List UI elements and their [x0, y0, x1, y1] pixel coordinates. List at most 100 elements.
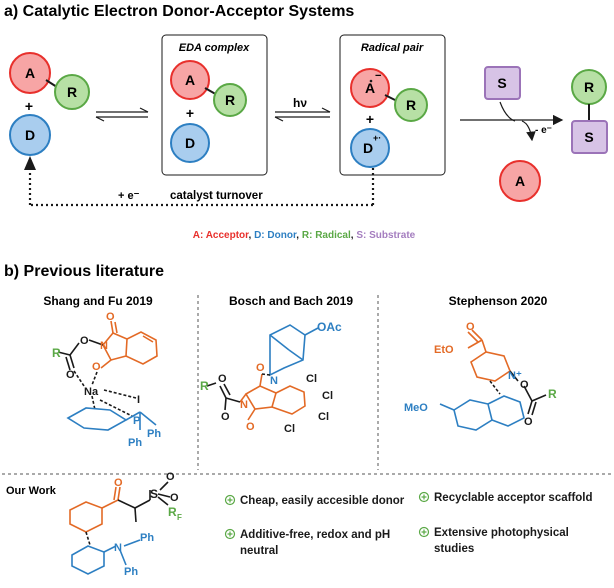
svg-text:O: O [166, 471, 175, 483]
svg-text:O: O [218, 373, 227, 385]
svg-text:A: A [25, 65, 35, 81]
our-work-labels: O S O O R F N Ph Ph [114, 471, 182, 578]
svg-text:O: O [466, 321, 475, 333]
svg-text:O: O [221, 411, 230, 423]
svg-text:R: R [225, 92, 235, 108]
svg-text:OAc: OAc [317, 320, 342, 334]
svg-text:S: S [584, 129, 593, 145]
substrate-box: S [484, 66, 521, 100]
plus-sign-left: + [25, 98, 33, 114]
rp-radical-circle: R [394, 88, 428, 122]
svg-text:Ph: Ph [124, 566, 138, 578]
svg-text:I: I [137, 394, 140, 406]
plus-sign-eda: + [186, 105, 194, 121]
svg-text:O: O [80, 335, 89, 347]
svg-text:O: O [170, 492, 179, 504]
svg-text:O: O [66, 369, 75, 381]
svg-text:R: R [67, 84, 77, 100]
svg-text:MeO: MeO [404, 402, 428, 414]
minus-electron-label: - e⁻ [535, 125, 552, 136]
eda-acceptor-circle: A [170, 60, 210, 100]
equilibrium-arrow-2 [274, 107, 331, 122]
legend: A: Acceptor, D: Donor, R: Radical, S: Su… [193, 230, 416, 241]
product-radical-circle: R [571, 69, 607, 105]
released-acceptor-circle: A [499, 160, 541, 202]
svg-text:N: N [240, 399, 248, 411]
bullet-2: Recyclable acceptor scaffold [418, 491, 593, 504]
svg-text:A: A [515, 173, 525, 189]
svg-text:S: S [150, 487, 158, 501]
work-title-stephenson: Stephenson 2020 [449, 294, 548, 308]
svg-text:neutral: neutral [240, 545, 278, 557]
rp-donor-circle: D +· [350, 128, 390, 168]
bullet-3: Additive-free, redox and pH neutral [224, 528, 390, 557]
left-acceptor-circle: A [9, 52, 51, 94]
svg-text:O: O [256, 362, 265, 374]
left-donor-circle: D [9, 114, 51, 156]
svg-text:A: A [185, 72, 195, 88]
svg-text:Extensive photophysical: Extensive photophysical [434, 527, 569, 539]
stephenson-structure [439, 329, 547, 431]
svg-text:A: A [365, 80, 375, 96]
left-radical-circle: R [54, 74, 90, 110]
section-a-title: a) Catalytic Electron Donor-Acceptor Sys… [4, 3, 354, 20]
our-work-label: Our Work [6, 485, 57, 497]
product-substrate-box: S [571, 120, 608, 154]
svg-text:Cl: Cl [306, 373, 317, 385]
svg-text:R: R [406, 97, 416, 113]
shang-fu-structure [57, 320, 158, 431]
radical-pair-title: Radical pair [361, 42, 424, 54]
svg-text:EtO: EtO [434, 344, 454, 356]
svg-text:F: F [177, 513, 182, 522]
bosch-bach-structure [206, 324, 319, 421]
svg-text:Cl: Cl [284, 423, 295, 435]
svg-text:N: N [114, 542, 122, 554]
stephenson-labels: O EtO N⁺ O O R MeO [404, 321, 557, 428]
eda-radical-circle: R [213, 83, 247, 117]
svg-text:Ph: Ph [147, 428, 161, 440]
svg-text:R: R [200, 379, 209, 393]
reaction-arrow [460, 101, 564, 142]
rp-acceptor-circle: A − [350, 68, 390, 108]
svg-text:O: O [524, 416, 533, 428]
svg-text:Na: Na [84, 386, 99, 398]
svg-text:D: D [185, 135, 195, 151]
svg-text:R: R [168, 505, 177, 519]
catalyst-turnover-label: catalyst turnover [170, 190, 263, 202]
svg-text:Cl: Cl [322, 390, 333, 402]
svg-text:Cl: Cl [318, 411, 329, 423]
svg-text:Ph: Ph [140, 532, 154, 544]
svg-text:N: N [270, 375, 278, 387]
plus-sign-rp: + [366, 111, 374, 127]
work-title-bosch-bach: Bosch and Bach 2019 [229, 294, 353, 308]
eda-donor-circle: D [170, 123, 210, 163]
plus-electron-label: + e⁻ [118, 190, 140, 202]
svg-text:Recyclable acceptor scaffold: Recyclable acceptor scaffold [434, 492, 593, 504]
svg-text:Cheap, easily accesible donor: Cheap, easily accesible donor [240, 495, 405, 507]
svg-text:−: − [375, 70, 381, 82]
equilibrium-arrow-1 [95, 107, 149, 122]
svg-text:O: O [114, 477, 123, 489]
catalyst-turnover-arrow [28, 168, 375, 207]
svg-text:N⁺: N⁺ [508, 370, 522, 382]
hv-label: hν [293, 96, 307, 110]
shang-fu-labels: R O O N O O Na I P Ph Ph [52, 311, 161, 449]
advantage-list: Cheap, easily accesible donor Recyclable… [224, 491, 593, 557]
svg-text:R: R [52, 346, 61, 360]
svg-text:Additive-free, redox and pH: Additive-free, redox and pH [240, 529, 390, 541]
svg-text:studies: studies [434, 543, 474, 555]
svg-text:O: O [106, 311, 115, 323]
bosch-bach-labels: N OAc R O O N O O Cl Cl Cl Cl [200, 320, 342, 435]
eda-complex-title: EDA complex [179, 42, 250, 54]
svg-text:O: O [246, 421, 255, 433]
svg-text:R: R [548, 387, 557, 401]
bullet-4: Extensive photophysical studies [418, 526, 569, 555]
svg-text:S: S [497, 75, 506, 91]
svg-text:P: P [133, 415, 140, 427]
svg-text:O: O [520, 379, 529, 391]
our-work-structure [69, 481, 171, 575]
svg-text:D: D [363, 140, 373, 156]
svg-text:O: O [92, 361, 101, 373]
bullet-1: Cheap, easily accesible donor [224, 494, 405, 507]
